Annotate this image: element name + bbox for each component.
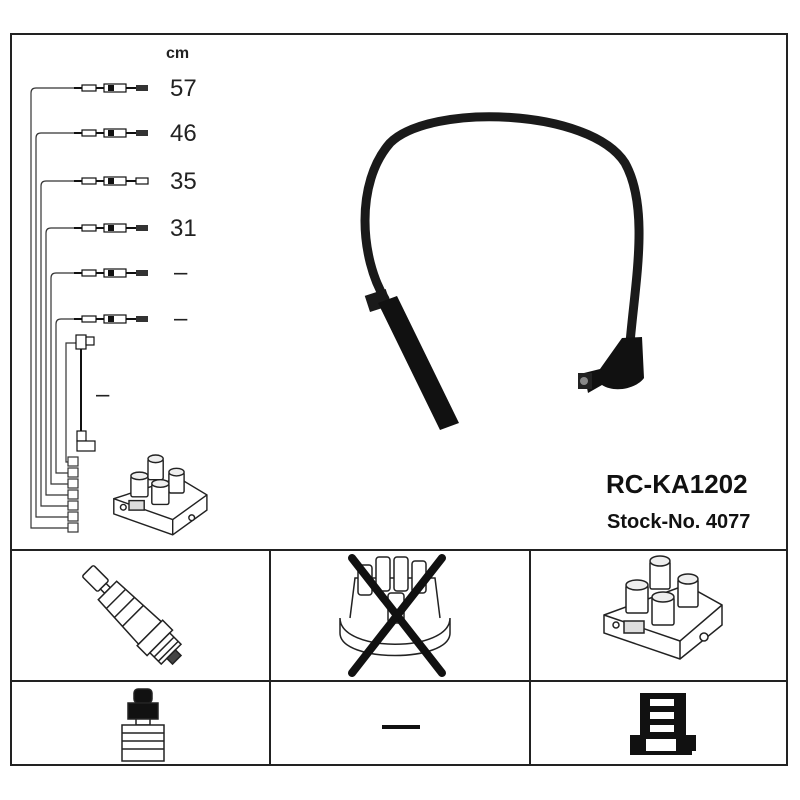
coil-pack-small-icon	[113, 454, 208, 536]
stock-number: Stock-No. 4077	[607, 511, 751, 533]
coil-pack-icon	[603, 555, 723, 660]
wiring-tree	[30, 87, 79, 529]
coil-boot-adapter-icon	[630, 693, 696, 755]
unit-label: cm	[166, 45, 190, 62]
lead-3-icon	[74, 176, 149, 186]
lead-4-icon	[74, 223, 148, 233]
tree-terminals	[67, 456, 79, 533]
coil-lead-icon	[75, 334, 96, 452]
boot-connector-icon	[121, 688, 165, 762]
diagram-canvas	[10, 33, 788, 766]
lead-2-icon	[74, 128, 148, 138]
lead-5-icon	[74, 268, 148, 278]
length-label-2: 46	[170, 120, 197, 147]
spark-plug-lead-icon	[360, 112, 644, 430]
length-label-1: 57	[170, 75, 197, 102]
not-applicable-cross-icon	[348, 554, 446, 677]
lead-1-icon	[74, 83, 148, 93]
spark-plug-icon	[82, 565, 183, 666]
length-label-7: –	[96, 381, 110, 408]
parts-diagram-sheet: cm 57 46 35 31 – – – RC-KA1202 Stock-No.…	[10, 33, 788, 766]
length-label-5: –	[174, 259, 188, 286]
no-adapter-dash	[382, 725, 420, 729]
length-label-4: 31	[170, 215, 197, 242]
length-label-6: –	[174, 305, 188, 332]
frame-grid	[10, 33, 788, 766]
part-number: RC-KA1202	[606, 469, 748, 499]
length-label-3: 35	[170, 168, 197, 195]
lead-6-icon	[74, 314, 148, 324]
